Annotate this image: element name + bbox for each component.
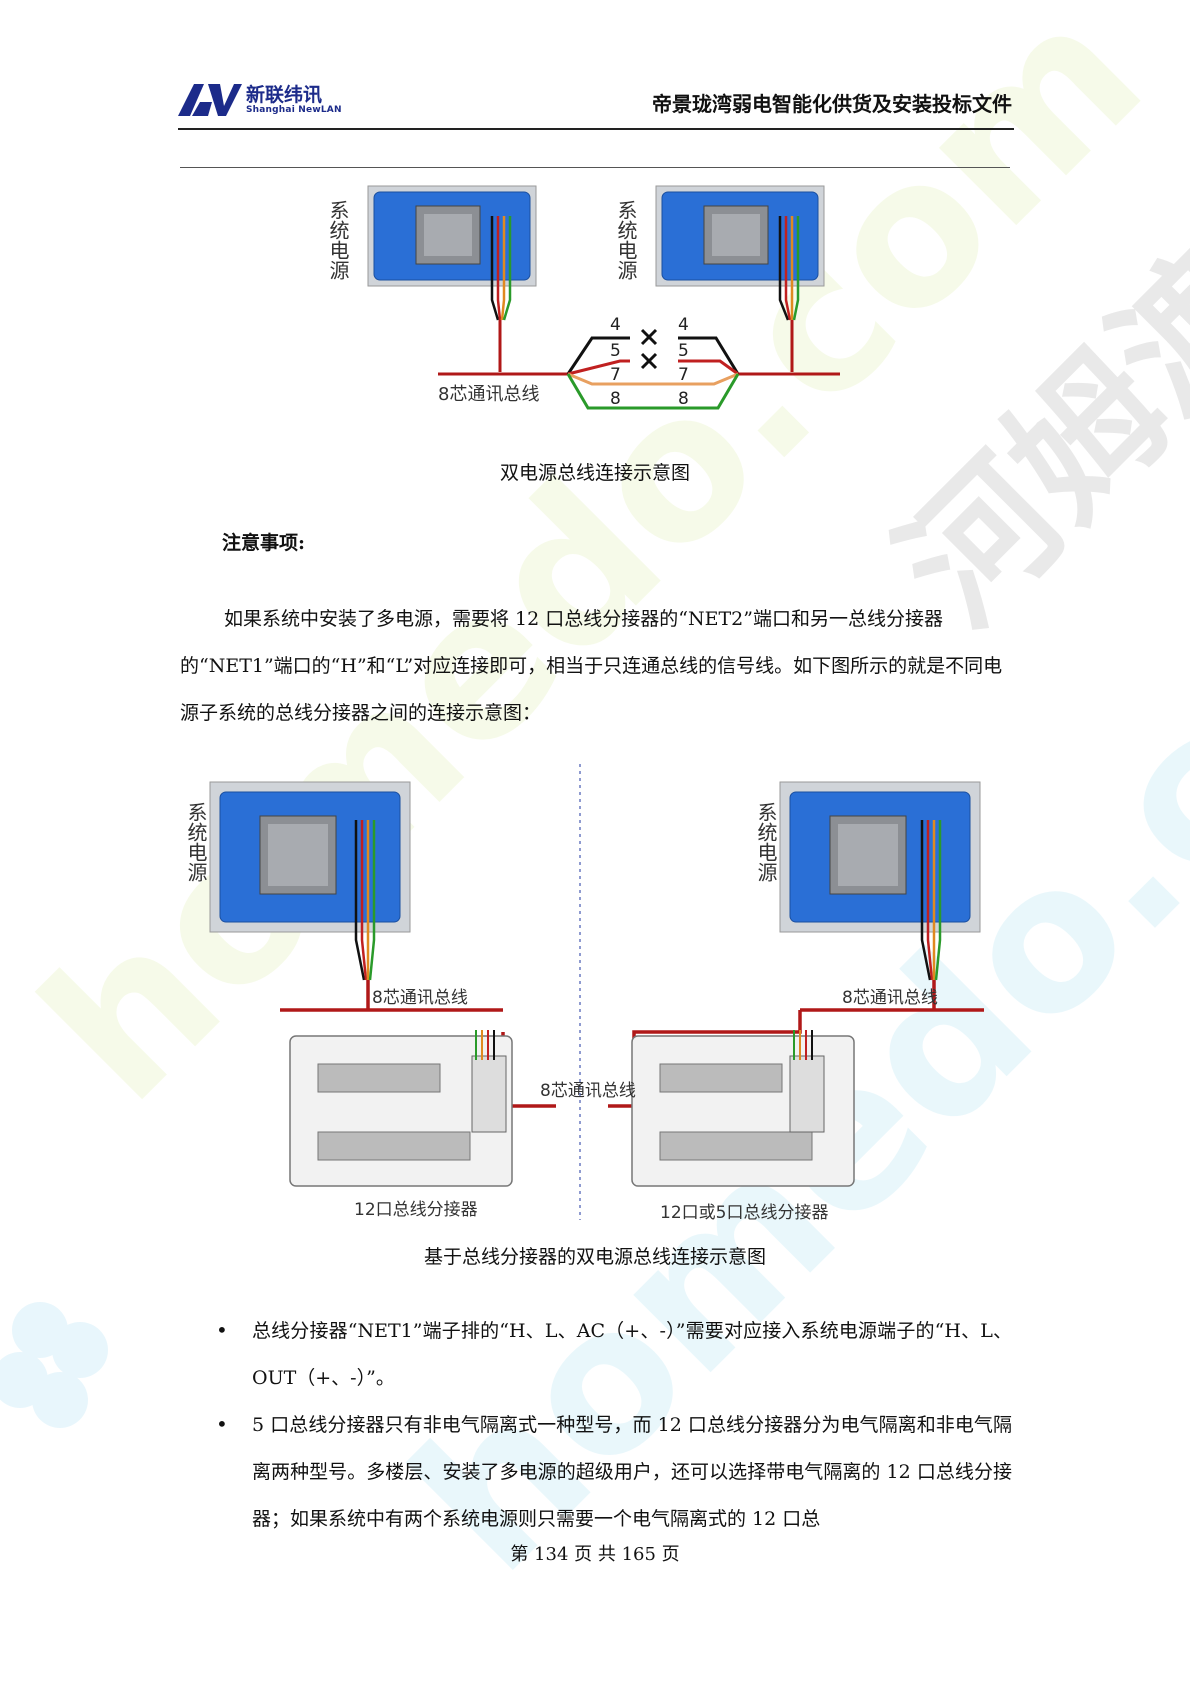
fig2-right-power-label: 系统电源 (754, 802, 778, 882)
company-logo: 新联纬讯 Shanghai NewLAN (178, 80, 348, 120)
fig1-bus-label: 8芯通讯总线 (438, 384, 539, 405)
fig2-bus-label-center: 8芯通讯总线 (540, 1081, 636, 1101)
logo-cn-text: 新联纬讯 (246, 84, 323, 106)
bullet-1-text: 总线分接器“NET1”端子排的“H、L、AC（+、-）”需要对应接入系统电源端子… (252, 1320, 1012, 1389)
figure1-caption: 双电源总线连接示意图 (499, 462, 690, 484)
bullet-1-icon: • (216, 1318, 228, 1342)
fig1-left-power-label: 系统电源 (326, 200, 350, 280)
bullet-2-icon: • (216, 1412, 228, 1436)
fig2-right-power-unit (779, 781, 981, 933)
fig1-wire-num-5-left: 5 (610, 341, 621, 361)
fig1-wire-num-7-left: 7 (610, 365, 621, 385)
fig2-bus-label-right: 8芯通讯总线 (842, 988, 938, 1008)
watermark-flower-icon (0, 1302, 108, 1428)
watermark-text-cn: 河姆渡 (868, 216, 1190, 657)
fig1-wire-num-4-right: 4 (678, 315, 689, 335)
fig2-left-splitter-box (289, 1030, 513, 1187)
fig1-wire-num-7-right: 7 (678, 365, 689, 385)
fig1-wire-num-8-right: 8 (678, 389, 689, 409)
fig2-left-power-label: 系统电源 (184, 802, 208, 882)
bullet-2-text: 5 口总线分接器只有非电气隔离式一种型号，而 12 口总线分接器分为电气隔离和非… (252, 1414, 1012, 1530)
header-divider (180, 167, 1010, 168)
notes-heading: 注意事项: (222, 532, 306, 554)
fig2-right-splitter-label: 12口或5口总线分接器 (660, 1203, 828, 1223)
fig2-bus-label-left: 8芯通讯总线 (372, 988, 468, 1008)
figure-splitter-dual-power: 系统电源 系统电源 (184, 764, 984, 1223)
fig1-right-power-label: 系统电源 (614, 200, 638, 280)
fig2-right-splitter-box (631, 1030, 855, 1187)
paragraph-1: 如果系统中安装了多电源，需要将 12 口总线分接器的“NET2”端口和另一总线分… (180, 608, 1003, 724)
fig1-right-power-unit (655, 185, 825, 287)
logo-en-text: Shanghai NewLAN (246, 105, 342, 115)
logo-mark-icon (178, 84, 242, 116)
fig1-wire-num-5-right: 5 (678, 341, 689, 361)
fig1-wire-num-8-left: 8 (610, 389, 621, 409)
figure-dual-power-bus: 系统电源 系统电源 (326, 185, 840, 410)
fig1-wire-num-4-left: 4 (610, 315, 621, 335)
fig2-left-power-unit (209, 781, 411, 933)
page-header: 新联纬讯 Shanghai NewLAN 帝景珑湾弱电智能化供货及安装投标文件 (178, 78, 1014, 130)
fig2-left-splitter-label: 12口总线分接器 (354, 1200, 478, 1220)
figure2-caption: 基于总线分接器的双电源总线连接示意图 (423, 1246, 766, 1268)
document-title: 帝景珑湾弱电智能化供货及安装投标文件 (652, 92, 1012, 116)
page-footer: 第 134 页 共 165 页 (510, 1544, 680, 1565)
